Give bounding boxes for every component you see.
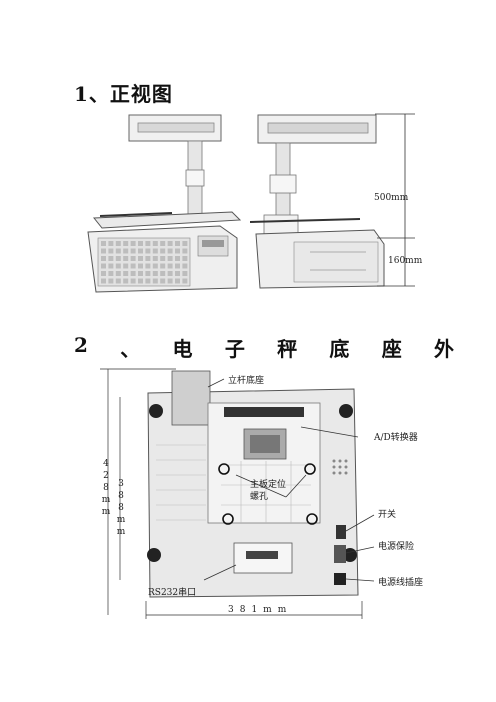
- keypad-key: [138, 256, 143, 261]
- keypad-key: [152, 263, 158, 269]
- keypad-key: [108, 271, 114, 276]
- keypad-key: [160, 241, 166, 246]
- section-2-char: 子: [224, 337, 245, 361]
- keypad-key: [138, 278, 143, 284]
- section-2-number: 2: [74, 333, 88, 357]
- keypad-key: [123, 256, 129, 261]
- section-2-title: 2 、 电 子 秤 底 座 外: [74, 333, 454, 362]
- keypad-key: [115, 263, 121, 269]
- label-power-socket: 电源线插座: [378, 578, 424, 588]
- keypad-key: [167, 241, 173, 246]
- front-dimension-lines: [375, 113, 415, 287]
- label-rs232: RS232串口: [148, 588, 197, 598]
- keypad-key: [175, 263, 180, 269]
- keypad-key: [167, 248, 173, 254]
- keypad-key: [182, 256, 188, 261]
- keypad-key: [152, 241, 158, 246]
- keypad-key: [160, 248, 166, 254]
- keypad-key: [175, 278, 180, 284]
- keypad-key: [175, 256, 180, 261]
- label-switch: 开关: [378, 510, 397, 520]
- keypad-key: [145, 271, 151, 276]
- keypad-key: [123, 241, 129, 246]
- label-power-fuse: 电源保险: [378, 542, 415, 552]
- keypad-key: [167, 278, 173, 284]
- section-1-title: 1、正视图: [74, 82, 173, 106]
- section-2-sep: 、: [120, 337, 141, 361]
- scale-bottom-photo: [100, 368, 375, 619]
- keypad-key: [160, 256, 166, 261]
- keypad-key: [115, 256, 121, 261]
- keypad-key: [138, 248, 143, 254]
- keypad-key: [160, 271, 166, 276]
- keypad-key: [101, 263, 106, 269]
- keypad-key: [145, 256, 151, 261]
- keypad-key: [115, 278, 121, 284]
- keypad-key: [182, 248, 188, 254]
- keypad-key: [160, 263, 166, 269]
- keypad-key: [145, 248, 151, 254]
- keypad-key: [175, 241, 180, 246]
- keypad-key: [108, 263, 114, 269]
- keypad-key: [138, 271, 143, 276]
- keypad-key: [152, 248, 158, 254]
- keypad-key: [101, 248, 106, 254]
- keypad-key: [108, 248, 114, 254]
- keypad-key: [167, 271, 173, 276]
- keypad-key: [182, 241, 188, 246]
- keypad-key: [175, 271, 180, 276]
- keypad-key: [101, 271, 106, 276]
- keypad-key: [175, 248, 180, 254]
- keypad-key: [130, 271, 136, 276]
- keypad-key: [152, 271, 158, 276]
- keypad-key: [167, 256, 173, 261]
- keypad-key: [108, 256, 114, 261]
- keypad-key: [160, 278, 166, 284]
- keypad-key: [108, 278, 114, 284]
- section-2-char: 外: [434, 337, 454, 361]
- dim-388: 388mm: [116, 479, 126, 537]
- keypad-key: [130, 278, 136, 284]
- keypad-key: [115, 248, 121, 254]
- dim-381: 381mm: [228, 605, 293, 615]
- keypad-key: [182, 271, 188, 276]
- keypad-key: [182, 263, 188, 269]
- keypad-key: [101, 241, 106, 246]
- keypad-key: [167, 263, 173, 269]
- keypad-key: [138, 263, 143, 269]
- keypad-key: [123, 248, 129, 254]
- keypad-key: [123, 271, 129, 276]
- section-2-char: 秤: [277, 337, 298, 361]
- dim-428: 428mm: [101, 459, 111, 517]
- keypad-key: [182, 278, 188, 284]
- keypad-key: [130, 248, 136, 254]
- label-ad-converter: A/D转换器: [374, 433, 418, 443]
- dim-500: 500mm: [374, 193, 409, 203]
- keypad-key: [115, 241, 121, 246]
- label-mainboard-holes: 主板定位: [250, 480, 287, 490]
- keypad-key: [138, 241, 143, 246]
- label-mainboard-holes-2: 螺孔: [250, 492, 269, 502]
- section-2-char: 座: [381, 337, 402, 361]
- section-2-char: 底: [329, 337, 350, 361]
- keypad-key: [130, 241, 136, 246]
- keypad-key: [115, 271, 121, 276]
- dim-160: 160mm: [388, 256, 423, 266]
- keypad-key: [152, 256, 158, 261]
- keypad-key: [101, 278, 106, 284]
- scale-front-photo: [87, 114, 242, 293]
- section-2-char: 电: [172, 337, 193, 361]
- scale-side-photo: [250, 114, 385, 289]
- label-pole-base: 立杆底座: [228, 376, 265, 386]
- keypad-key: [130, 256, 136, 261]
- keypad-key: [123, 278, 129, 284]
- keypad-key: [101, 256, 106, 261]
- keypad-key: [145, 263, 151, 269]
- keypad-key: [108, 241, 114, 246]
- keypad-key: [130, 263, 136, 269]
- keypad-key: [145, 278, 151, 284]
- keypad-key: [152, 278, 158, 284]
- keypad-key: [123, 263, 129, 269]
- keypad-key: [145, 241, 151, 246]
